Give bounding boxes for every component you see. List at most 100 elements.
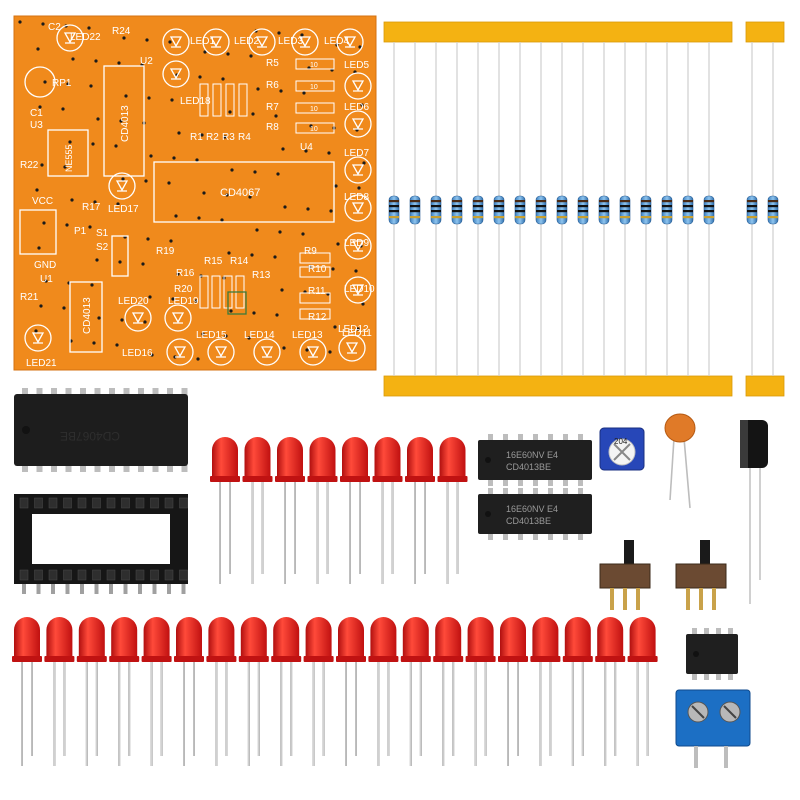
led-footprint bbox=[207, 338, 235, 366]
red-led bbox=[14, 617, 40, 660]
pcb-label: R24 bbox=[112, 26, 131, 37]
led-footprint bbox=[162, 60, 190, 88]
led-footprint bbox=[299, 338, 327, 366]
chip-code: 16E60NV E4 bbox=[506, 450, 558, 460]
pcb-label: R22 bbox=[20, 160, 39, 171]
red-led bbox=[244, 437, 271, 480]
pcb-label: LED8 bbox=[344, 192, 369, 203]
resistor-footprint bbox=[295, 102, 335, 114]
cd4013-chip-bottom: 16E60NV E4 CD4013BE bbox=[478, 488, 592, 540]
cd4013-chip-top: 16E60NV E4 CD4013BE bbox=[478, 434, 592, 486]
led-footprint bbox=[24, 324, 52, 352]
pcb-label: LED22 bbox=[70, 32, 101, 43]
pcb-label: LED12 bbox=[338, 324, 369, 335]
pcb-label: R9 bbox=[304, 246, 317, 257]
led-footprint bbox=[338, 334, 366, 362]
led-footprint bbox=[162, 28, 190, 56]
red-led bbox=[435, 617, 462, 660]
cd4067-footprint bbox=[153, 161, 335, 223]
chip-label: CD4067BE bbox=[60, 429, 120, 443]
led-footprint bbox=[291, 28, 319, 56]
led-footprint bbox=[108, 172, 136, 200]
slide-switch-left bbox=[599, 540, 651, 610]
red-led bbox=[532, 617, 559, 660]
led-footprint bbox=[166, 338, 194, 366]
chip-label: CD4013BE bbox=[506, 462, 551, 472]
pcb-label: R13 bbox=[252, 270, 271, 281]
pcb-label: LED4 bbox=[324, 36, 349, 47]
resistor-strip bbox=[383, 21, 785, 397]
pcb-label: LED10 bbox=[344, 284, 375, 295]
ic-socket bbox=[14, 494, 188, 594]
red-led bbox=[564, 617, 591, 660]
trimmer-label: 204 bbox=[614, 437, 628, 446]
svg-text:10: 10 bbox=[310, 62, 318, 69]
led-footprint bbox=[344, 194, 372, 222]
pcb-label: S2 bbox=[96, 242, 109, 253]
cd4067-chip: CD4067BE bbox=[14, 388, 188, 472]
electrolytic-capacitor bbox=[740, 420, 768, 604]
chip-code: 16E60NV E4 bbox=[506, 504, 558, 514]
led-row-bottom bbox=[12, 617, 658, 766]
led-footprint bbox=[124, 304, 152, 332]
pcb-label: R5 bbox=[266, 58, 279, 69]
red-led bbox=[176, 617, 202, 660]
led-footprint bbox=[248, 28, 276, 56]
tape bbox=[383, 375, 733, 397]
pcb-label: VCC bbox=[32, 196, 53, 207]
ne555-footprint bbox=[47, 129, 89, 177]
red-led bbox=[305, 617, 332, 660]
tape bbox=[745, 375, 785, 397]
pcb-label: RP1 bbox=[52, 78, 72, 89]
pcb-label: LED5 bbox=[344, 60, 369, 71]
ceramic-capacitor bbox=[664, 413, 696, 509]
pcb-label: LED20 bbox=[118, 296, 149, 307]
pcb-label: C2 bbox=[48, 22, 61, 33]
red-led bbox=[407, 437, 433, 480]
red-led bbox=[143, 617, 170, 660]
pcb-label: LED11 bbox=[342, 328, 372, 339]
pcb-label: LED14 bbox=[244, 330, 275, 341]
svg-text:10: 10 bbox=[310, 106, 318, 113]
screw-terminal bbox=[675, 689, 751, 768]
led-footprint bbox=[56, 24, 84, 52]
red-led bbox=[629, 617, 656, 660]
svg-text:CD4013: CD4013 bbox=[120, 105, 131, 142]
led-footprint bbox=[164, 304, 192, 332]
pcb-label: LED19 bbox=[168, 296, 199, 307]
pcb-label: R2 bbox=[206, 132, 219, 143]
resistor-footprint bbox=[299, 308, 331, 320]
cd4013-footprint bbox=[103, 65, 145, 177]
pcb-label: R7 bbox=[266, 102, 279, 113]
red-led bbox=[111, 617, 138, 660]
pcb-label: LED7 bbox=[344, 148, 369, 159]
resistor-footprint bbox=[299, 252, 331, 264]
resistor-footprint bbox=[199, 275, 209, 309]
resistor-footprint bbox=[295, 80, 335, 92]
led-footprint bbox=[202, 28, 230, 56]
led-footprint bbox=[253, 338, 281, 366]
resistor-footprint bbox=[225, 83, 235, 117]
tape bbox=[383, 21, 733, 43]
pcb-label: LED18 bbox=[180, 96, 211, 107]
ne555-chip bbox=[686, 628, 738, 680]
svg-text:10: 10 bbox=[310, 84, 318, 91]
resistor-footprint bbox=[211, 275, 221, 309]
slide-switch-right bbox=[675, 540, 727, 610]
svg-text:CD4067: CD4067 bbox=[220, 187, 260, 199]
pcb-label: U2 bbox=[140, 56, 153, 67]
svg-text:NE555: NE555 bbox=[64, 144, 74, 172]
red-led bbox=[402, 617, 429, 660]
svg-text:CD4013: CD4013 bbox=[82, 297, 93, 334]
led-footprint bbox=[344, 232, 372, 260]
red-led bbox=[240, 617, 267, 660]
pcb-label: LED17 bbox=[108, 204, 139, 215]
pcb-label: R11 bbox=[308, 286, 326, 297]
pcb-label: U4 bbox=[300, 142, 313, 153]
tape bbox=[745, 21, 785, 43]
pcb-label: R20 bbox=[174, 284, 193, 295]
chip-label: CD4013BE bbox=[506, 516, 551, 526]
red-led bbox=[374, 437, 401, 480]
pcb-label: LED3 bbox=[278, 36, 303, 47]
